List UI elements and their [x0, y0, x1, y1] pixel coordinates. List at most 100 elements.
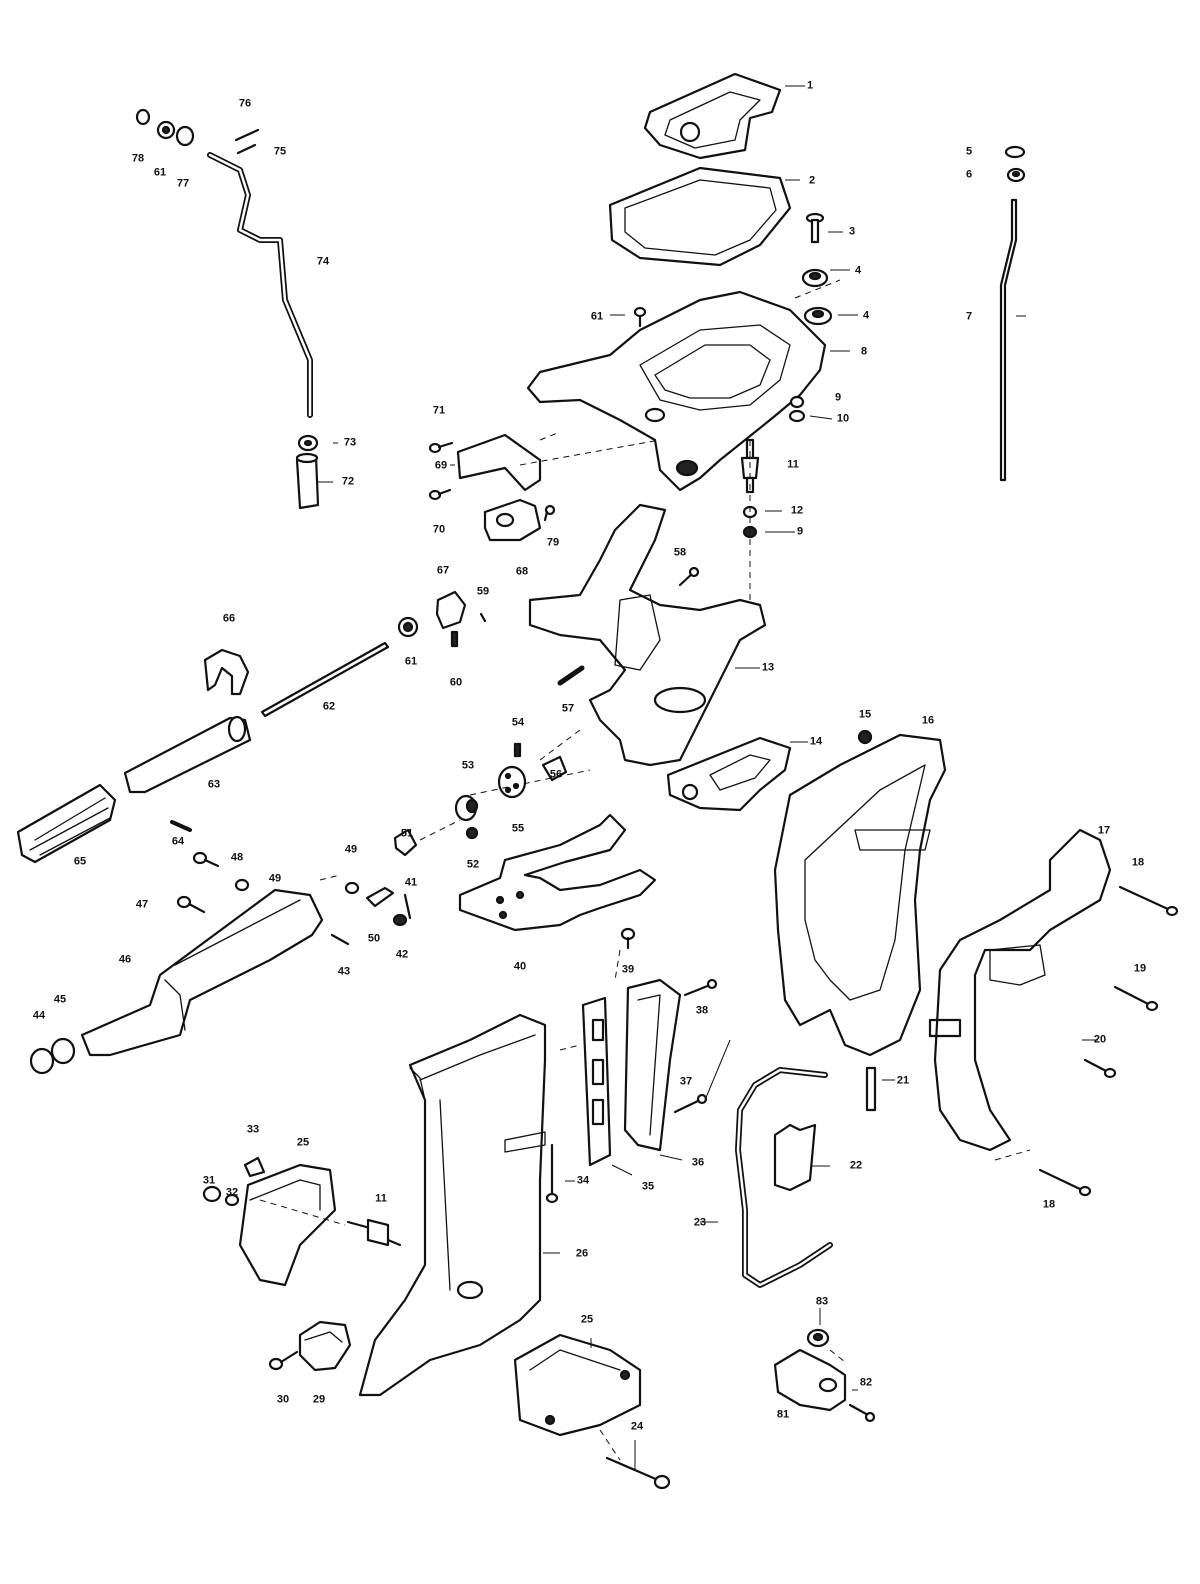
callout-label: 33: [246, 1123, 260, 1136]
callout-label: 71: [432, 404, 446, 417]
callout-label: 35: [641, 1180, 655, 1193]
callout-label: 34: [576, 1174, 590, 1187]
callout-label: 32: [225, 1186, 239, 1199]
callout-label: 44: [32, 1009, 46, 1022]
part-screw-34: [545, 1143, 559, 1204]
callout-label: 62: [322, 700, 336, 713]
part-throttle-gear-55: [497, 765, 527, 799]
callout-label: 18: [1042, 1198, 1056, 1211]
callout-label: 38: [695, 1004, 709, 1017]
callout-label: 18: [1131, 856, 1145, 869]
part-clip-78: [135, 108, 151, 126]
part-screw-71: [428, 441, 454, 454]
callout-label: 11: [787, 458, 799, 471]
part-washer-49a: [234, 878, 250, 892]
part-mount-cover-25-lower: [513, 1333, 642, 1437]
callout-label: 14: [809, 735, 823, 748]
callout-label: 40: [513, 960, 527, 973]
callout-label: 19: [1133, 962, 1147, 975]
callout-label: 79: [546, 536, 560, 549]
part-nut-73: [297, 434, 319, 452]
part-nut-6: [1006, 167, 1026, 183]
part-screw-30: [268, 1350, 299, 1371]
callout-label: 9: [834, 391, 842, 404]
callout-label: 64: [171, 835, 185, 848]
callout-label: 48: [230, 851, 244, 864]
part-lower-cover-left-17: [928, 828, 1112, 1152]
callout-label: 81: [776, 1408, 790, 1421]
part-screw-79: [543, 504, 556, 522]
part-washer-83: [806, 1328, 830, 1348]
callout-label: 4: [854, 264, 862, 277]
part-valve-29: [298, 1320, 352, 1372]
part-bushing-51: [393, 828, 418, 857]
callout-label: 41: [404, 876, 418, 889]
callout-label: 49: [344, 843, 358, 856]
callout-label: 23: [693, 1216, 707, 1229]
callout-label: 3: [848, 225, 856, 238]
callout-label: 24: [630, 1420, 644, 1433]
callout-label: 69: [434, 459, 448, 472]
part-grommet-4b: [803, 306, 833, 326]
callout-label: 1: [806, 79, 814, 92]
part-oring-44: [29, 1047, 55, 1075]
part-pin-76: [234, 128, 260, 142]
callout-label: 25: [296, 1136, 310, 1149]
callout-label: 36: [691, 1156, 705, 1169]
callout-label: 45: [53, 993, 67, 1006]
part-screw-37: [673, 1093, 708, 1114]
callout-label: 37: [679, 1075, 693, 1088]
part-gasket-14: [666, 736, 792, 812]
callout-label: 9: [796, 525, 804, 538]
part-collar-53: [454, 794, 479, 822]
part-mount-81: [773, 1348, 847, 1412]
part-washer-77: [175, 125, 195, 147]
part-block-67: [435, 590, 467, 630]
part-water-tube-23: [735, 1067, 833, 1288]
callout-label: 8: [860, 345, 868, 358]
part-washer-10: [788, 409, 806, 423]
part-nut-61a: [397, 616, 419, 638]
callout-label: 74: [316, 255, 330, 268]
part-bolt-19: [1113, 985, 1159, 1012]
callout-label: 61: [404, 655, 418, 668]
part-pin-43: [330, 933, 350, 946]
callout-label: 52: [466, 858, 480, 871]
callout-label: 25: [580, 1313, 594, 1326]
part-bushing-56: [541, 755, 568, 782]
callout-label: 5: [965, 145, 973, 158]
callout-label: 51: [400, 827, 414, 840]
part-swivel-bracket-13: [528, 503, 767, 767]
alignment-lines: [259, 279, 1031, 1461]
callout-label: 63: [207, 778, 221, 791]
callout-label: 49: [268, 872, 282, 885]
callout-label: 17: [1097, 824, 1111, 837]
callout-label: 60: [449, 676, 463, 689]
part-screw-61b: [633, 306, 647, 328]
part-shift-link-rod-74: [207, 152, 313, 418]
callout-label: 56: [549, 768, 563, 781]
callout-label: 78: [131, 152, 145, 165]
callout-label: 30: [276, 1393, 290, 1406]
callout-label: 29: [312, 1393, 326, 1406]
part-mount-cover-25-upper: [238, 1163, 337, 1287]
callout-label: 65: [73, 855, 87, 868]
callout-label: 4: [862, 309, 870, 322]
callout-label: 42: [395, 948, 409, 961]
part-bracket-69: [456, 433, 542, 492]
callout-label: 73: [343, 436, 357, 449]
callout-label: 47: [135, 898, 149, 911]
callout-label: 53: [461, 759, 475, 772]
callout-label: 39: [621, 963, 635, 976]
callout-label: 82: [859, 1376, 873, 1389]
callout-label: 83: [815, 1295, 829, 1308]
callout-label: 11: [375, 1192, 387, 1205]
callout-label: 22: [849, 1159, 863, 1172]
leader-lines: [318, 85, 1098, 1470]
part-tiller-arm-46: [80, 888, 324, 1057]
part-exhaust-channel-36: [623, 978, 682, 1152]
callout-label: 55: [511, 822, 525, 835]
part-throttle-rod-62: [260, 641, 390, 718]
